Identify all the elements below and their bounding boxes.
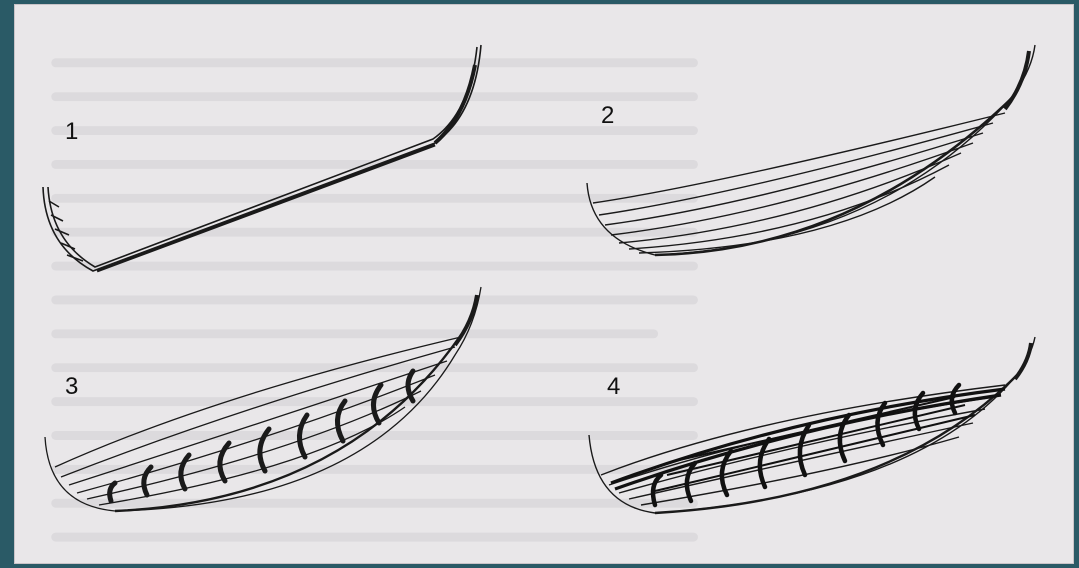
boat-drawing-stage-4	[15, 5, 1075, 565]
figure-page: 1 2 3 4	[14, 4, 1074, 564]
